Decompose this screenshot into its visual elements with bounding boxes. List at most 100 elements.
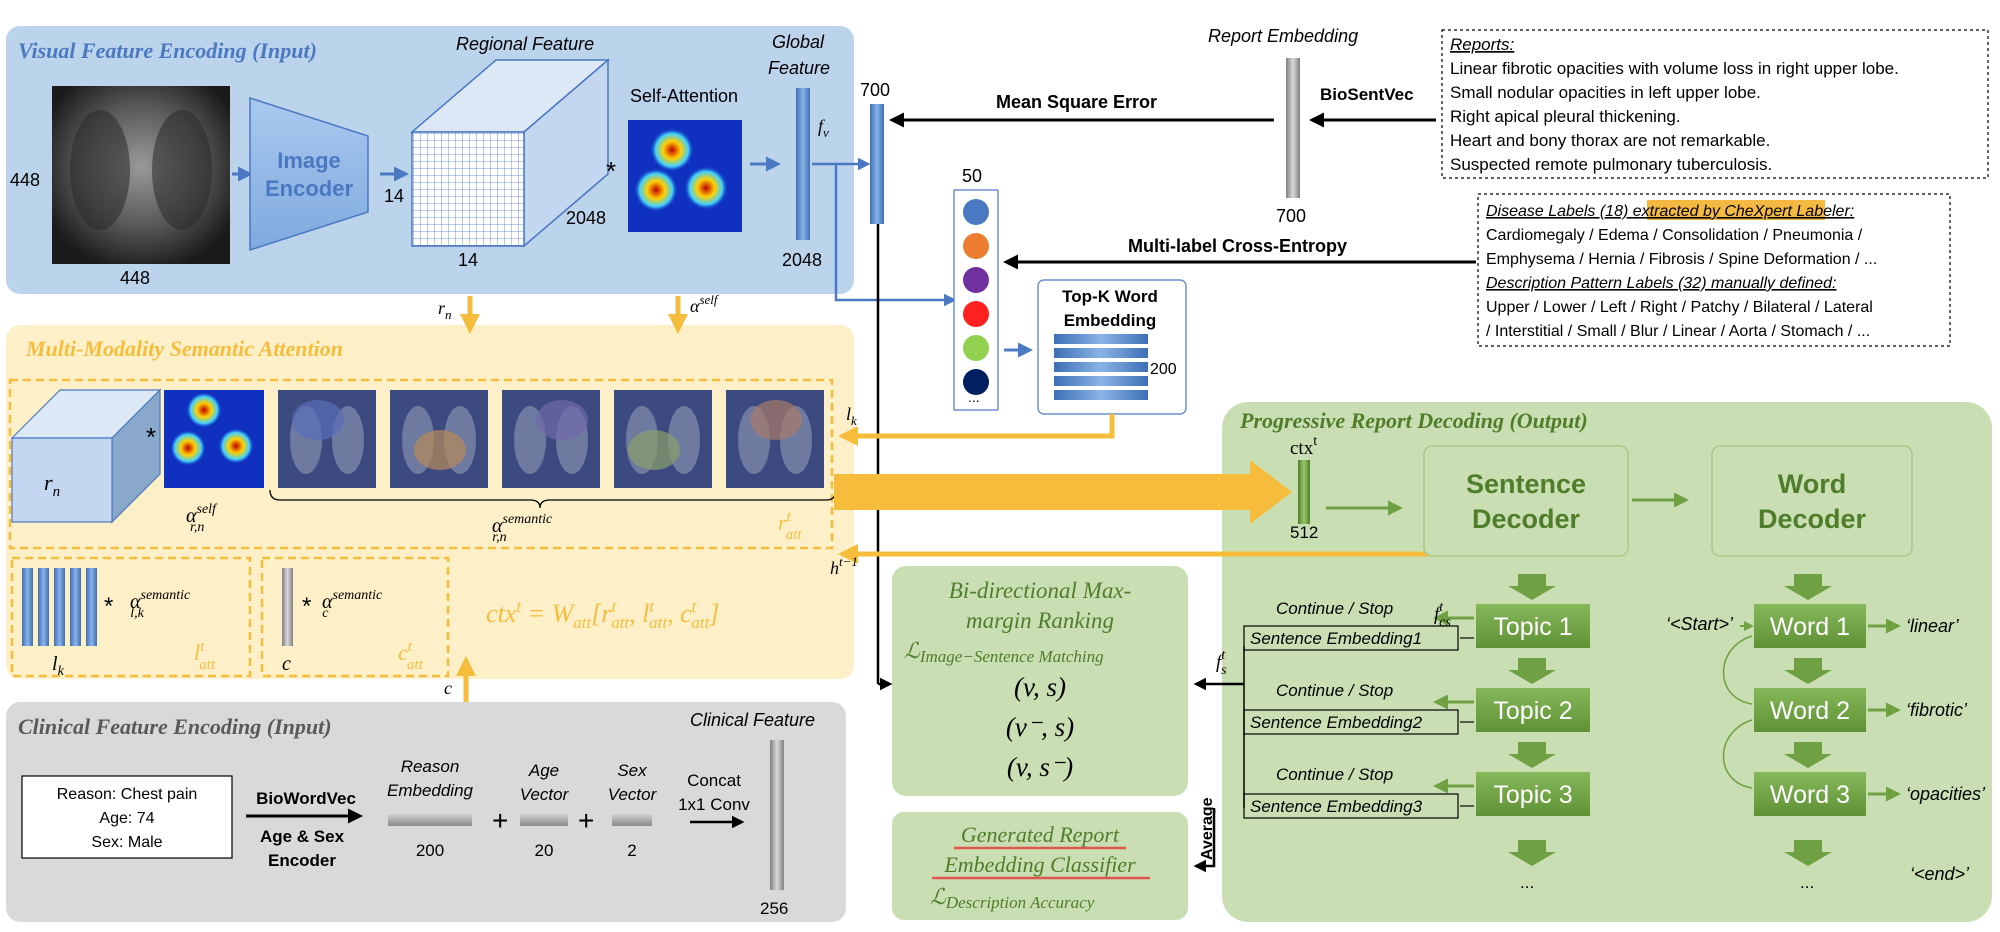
cross-entropy-label: Multi-label Cross-Entropy: [1128, 236, 1347, 256]
sentence-embedding-label: Sentence Embedding2: [1250, 713, 1423, 732]
fv-label: fv: [818, 116, 829, 140]
clinical-age: Age: 74: [99, 810, 154, 827]
disease-line-2: Emphysema / Hernia / Fibrosis / Spine De…: [1486, 251, 1877, 268]
word-box: [1754, 688, 1866, 732]
word-decoder-box: [1711, 445, 1913, 557]
sex-vector-1: Sex: [617, 761, 647, 780]
ranking-panel: [892, 566, 1188, 796]
label-dot: [963, 199, 989, 225]
image-encoder-line2: Encoder: [265, 176, 353, 201]
word-output-label: ‘opacities’: [1906, 784, 1986, 804]
topic-box: [1476, 604, 1590, 648]
ranking-pair-2: (v⁻, s): [1006, 712, 1074, 742]
semantic-map-highlight: [750, 400, 802, 440]
image-encoder-shape: [249, 96, 369, 252]
clinical-feature-bar: [770, 740, 784, 890]
global-feature-title-1: Global: [772, 32, 825, 52]
topic-box: [1476, 772, 1590, 816]
desc-line-1: Upper / Lower / Left / Right / Patchy / …: [1486, 299, 1873, 316]
decoding-panel-title: Progressive Report Decoding (Output): [1239, 408, 1588, 433]
classifier-title-2: Embedding Classifier: [943, 852, 1136, 877]
reason-embedding-dim: 200: [416, 841, 444, 860]
word-recurrent-curve: [1722, 719, 1753, 789]
global-feature-bar: [796, 88, 810, 240]
visual-panel-title: Visual Feature Encoding (Input): [18, 38, 317, 63]
biowordvec-label: BioWordVec: [256, 789, 356, 808]
clinical-sex: Sex: Male: [91, 834, 162, 851]
age-vector-2: Vector: [520, 785, 570, 804]
down-arrow: [1508, 574, 1556, 600]
attention-panel-title: Multi-Modality Semantic Attention: [25, 336, 343, 361]
xray-lung-right: [152, 110, 212, 230]
sex-vector-dim: 2: [627, 841, 636, 860]
reports-title: Reports:: [1450, 35, 1515, 54]
label-count-50: 50: [962, 166, 982, 186]
label-dot: [963, 301, 989, 327]
semantic-attention-maps: [278, 390, 824, 488]
desc-line-2: / Interstitial / Small / Blur / Linear /…: [1486, 323, 1870, 340]
ranking-pair-3: (v, s⁻): [1007, 752, 1073, 782]
down-arrow: [1508, 840, 1556, 866]
image-height-label: 448: [10, 170, 40, 190]
multiply-sign-3: *: [104, 593, 113, 620]
image-encoder-line1: Image: [277, 148, 341, 173]
disease-line-1: Cardiomegaly / Edema / Consolidation / P…: [1486, 227, 1863, 244]
plus-sign-2: +: [578, 805, 594, 836]
sentence-embedding-label: Sentence Embedding1: [1250, 629, 1422, 648]
label-dot: [963, 335, 989, 361]
lk-dashed-box: [10, 556, 252, 678]
semantic-map-highlight: [536, 400, 588, 440]
topk-dim: 200: [1150, 361, 1177, 378]
word-recurrent-curve: [1722, 635, 1753, 705]
report-embedding-dim: 700: [1276, 206, 1306, 226]
sentence-decoder-2: Decoder: [1472, 504, 1581, 534]
sentence-embedding-box: [1243, 625, 1459, 651]
sentence-decoder-box: [1423, 445, 1629, 557]
down-arrow: [1784, 840, 1832, 866]
desc-labels-title: Description Pattern Labels (32) manually…: [1486, 275, 1836, 292]
word-decoder-2: Decoder: [1758, 504, 1867, 534]
cube-size-a: 14: [384, 186, 404, 206]
rn-label: rn: [438, 298, 452, 322]
label-dots-ellipsis: ...: [968, 389, 980, 405]
small-heat-3: [218, 428, 254, 464]
word-output-label: ‘linear’: [1906, 616, 1960, 636]
down-arrow: [1784, 742, 1832, 768]
ranking-pair-1: (v, s): [1014, 672, 1066, 702]
c-bar-label: c: [282, 653, 291, 675]
continue-stop-label: Continue / Stop: [1276, 765, 1393, 784]
rn-cube-front: [11, 437, 113, 523]
fv-label-data: f_v: [0, 0, 2, 1]
report-embedding-title: Report Embedding: [1208, 26, 1358, 46]
reason-embedding-bar: [388, 814, 472, 826]
semantic-brace: [269, 489, 837, 509]
cube-front-grid-lines: [411, 131, 525, 247]
reports-box: [1441, 29, 1989, 179]
clinical-feature-title: Clinical Feature: [690, 710, 815, 730]
topic-box: [1476, 688, 1590, 732]
start-token: ‘<Start>’: [1666, 614, 1734, 634]
mse-label: Mean Square Error: [996, 92, 1157, 112]
label-dot: [963, 369, 989, 395]
age-vector-1: Age: [528, 761, 559, 780]
down-arrow: [1784, 658, 1832, 684]
attention-dashed-box: [8, 378, 834, 550]
cube-depth: 2048: [566, 208, 606, 228]
arrow-global-to-labels: [834, 164, 957, 307]
xray-lung-left: [70, 110, 130, 230]
age-sex-encoder-2: Encoder: [268, 851, 336, 870]
word-ellipsis: ...: [1800, 873, 1814, 892]
topic-label: Topic 1: [1493, 613, 1572, 641]
report-line-3: Right apical pleural thickening.: [1450, 107, 1681, 126]
word-box: [1754, 772, 1866, 816]
lk-bars: [22, 568, 97, 646]
report-line-2: Small nodular opacities in left upper lo…: [1450, 83, 1761, 102]
semantic-map-highlight: [292, 400, 344, 440]
ctx-bar: [1298, 460, 1310, 524]
global-feature-dim: 2048: [782, 250, 822, 270]
sex-vector-2: Vector: [608, 785, 658, 804]
lk-label: lk: [846, 404, 857, 428]
topic-label: Topic 2: [1493, 697, 1572, 725]
